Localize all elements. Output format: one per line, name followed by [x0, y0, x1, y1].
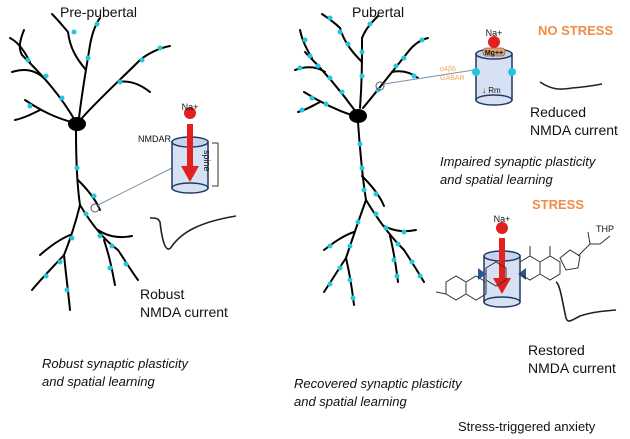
gabar-right	[508, 68, 516, 76]
stress-outcome-line2: and spatial learning	[294, 394, 407, 409]
left-current-title: Robust	[140, 286, 185, 302]
gabar-subunit-label: α4β6	[440, 66, 456, 73]
gabar-left	[472, 68, 480, 76]
left-outcome-line2: and spatial learning	[42, 374, 155, 389]
thp-steroid-structure	[435, 231, 611, 301]
spine-label: spine	[202, 150, 212, 172]
stress-current-title: Restored	[528, 342, 585, 358]
right-spine-marker	[375, 81, 385, 91]
right-spine-dots	[297, 15, 425, 301]
no-stress-na-ion	[488, 36, 500, 48]
left-outcome-line1: Robust synaptic plasticity	[42, 356, 188, 371]
left-current-trace	[149, 215, 237, 250]
right-neuron	[294, 13, 429, 306]
left-current-subtitle: NMDA current	[140, 304, 228, 320]
left-spine-dots	[25, 21, 163, 293]
spine-bracket	[212, 142, 219, 187]
rm-label: ↓ Rm	[482, 86, 501, 95]
no-stress-outcome-line1: Impaired synaptic plasticity	[440, 154, 596, 169]
stress-current-trace	[555, 281, 617, 322]
gabar-label: GABAR	[440, 75, 465, 82]
left-influx-arrow	[181, 124, 199, 182]
left-ion-label: Na+	[181, 102, 199, 112]
mg-label: Mg++	[484, 50, 504, 57]
stress-na-ion	[496, 222, 508, 234]
steroid-site-right	[518, 268, 526, 280]
no-stress-current-trace	[539, 81, 603, 90]
stress-current-subtitle: NMDA current	[528, 360, 616, 376]
left-na-ion	[184, 107, 196, 119]
left-pointer-line	[97, 167, 173, 206]
left-panel-title: Pre-pubertal	[60, 4, 138, 20]
stress-channel	[478, 250, 526, 308]
no-stress-current-title: Reduced	[530, 104, 587, 120]
no-stress-outcome-line2: and spatial learning	[440, 172, 553, 187]
steroid-site-left	[478, 268, 486, 280]
stress-outcome-line1: Recovered synaptic plasticity	[294, 376, 462, 391]
left-spine-marker	[90, 203, 100, 213]
right-panel-title: Pubertal	[352, 4, 405, 20]
no-stress-channel	[472, 47, 516, 106]
stress-ion-label: Na+	[493, 214, 511, 224]
right-pointer-line	[383, 69, 475, 85]
thp-label: THP	[596, 224, 614, 234]
stress-footnote: Stress-triggered anxiety	[458, 419, 596, 434]
no-stress-current-subtitle: NMDA current	[530, 122, 618, 138]
nmdar-label: NMDAR	[138, 134, 171, 144]
stress-label: STRESS	[532, 197, 585, 212]
no-stress-ion-label: Na+	[485, 28, 503, 38]
no-stress-label: NO STRESS	[538, 23, 614, 38]
